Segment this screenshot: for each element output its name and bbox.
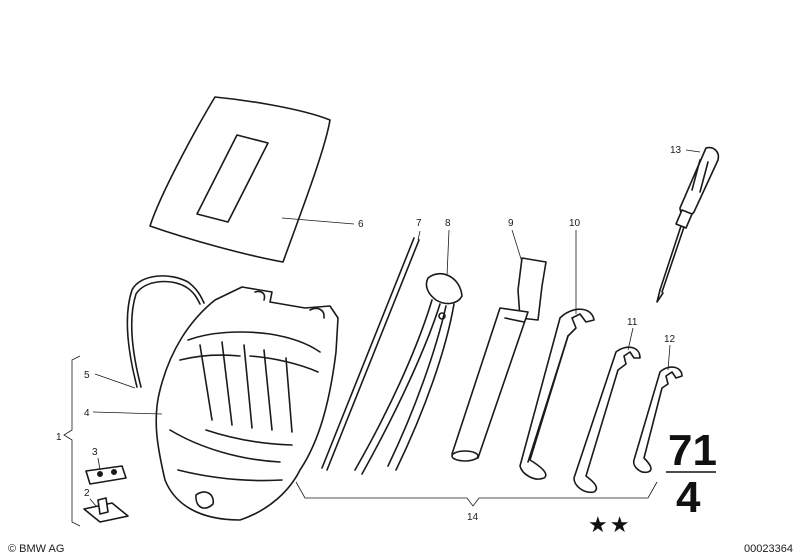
callout-4: 4 [84, 408, 90, 419]
callout-14: 14 [467, 512, 479, 523]
part-4-tool-tray[interactable] [155, 286, 339, 521]
callout-9: 9 [508, 218, 514, 229]
group-number: 71 4 [666, 426, 717, 522]
callout-labels: 1 2 3 4 5 6 7 8 9 10 11 12 13 14 [56, 145, 682, 523]
bracket-14 [295, 481, 658, 507]
part-11-wrench[interactable] [573, 346, 641, 494]
rating-stars: ★★ [588, 513, 632, 538]
bracket-1 [63, 355, 81, 527]
part-2-clip-nut[interactable] [83, 497, 129, 523]
part-9-socket-wrench[interactable] [451, 257, 547, 462]
callout-8: 8 [445, 218, 451, 229]
callout-5: 5 [84, 370, 90, 381]
part-13-screwdriver[interactable] [656, 146, 720, 303]
callout-2: 2 [84, 488, 90, 499]
part-12-wrench[interactable] [632, 366, 683, 474]
callout-7: 7 [416, 218, 422, 229]
callout-13: 13 [670, 145, 682, 156]
part-5-strap[interactable] [126, 275, 205, 388]
callout-3: 3 [92, 447, 98, 458]
leader-lines [89, 149, 701, 507]
part-8-pliers[interactable] [354, 272, 463, 475]
copyright-text: © BMW AG [8, 543, 65, 555]
part-10-wrench[interactable] [519, 308, 595, 480]
group-sub-number: 4 [676, 473, 701, 522]
group-main-number: 71 [668, 426, 717, 475]
callout-11: 11 [627, 317, 638, 328]
part-3-clip[interactable] [85, 465, 127, 485]
callout-1: 1 [56, 432, 62, 443]
part-6-cover-pad[interactable] [149, 96, 331, 263]
callout-12: 12 [664, 334, 676, 345]
callout-6: 6 [358, 219, 364, 230]
diagram-id: 00023364 [744, 543, 793, 555]
callout-10: 10 [569, 218, 581, 229]
part-7-rod[interactable] [321, 237, 420, 471]
